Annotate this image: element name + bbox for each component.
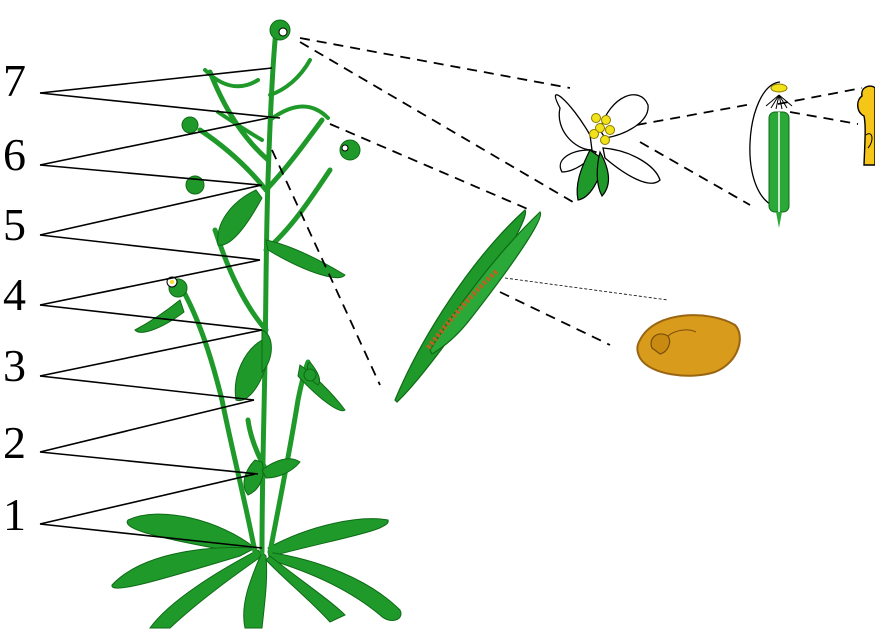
stage-label-1: 1: [3, 489, 26, 540]
rosette-leaves: [112, 514, 401, 628]
pointer-line: [40, 260, 260, 305]
pointer-line: [40, 376, 254, 400]
pointer-line: [40, 93, 280, 118]
pointer-line: [40, 400, 254, 452]
stage-label-3: 3: [3, 340, 26, 391]
flower-closeup: [555, 95, 660, 200]
stage-label-6: 6: [3, 129, 26, 180]
stage-label-4: 4: [3, 269, 26, 320]
pistil-ovules-closeup: [750, 82, 792, 228]
pointer-line: [40, 452, 258, 474]
stamen-closeup: [858, 86, 875, 165]
seed-closeup: [637, 315, 739, 376]
pointer-line: [40, 330, 262, 376]
silique-closeup: [395, 210, 541, 402]
side-stem: [270, 362, 308, 552]
stage-label-2: 2: [3, 417, 26, 468]
cauline-leaves: [135, 190, 345, 495]
seed-thin-line: [505, 278, 668, 300]
stage-label-7: 7: [3, 55, 26, 106]
pointer-line: [40, 68, 272, 93]
stage-label-5: 5: [3, 199, 26, 250]
pointer-line: [40, 165, 260, 185]
